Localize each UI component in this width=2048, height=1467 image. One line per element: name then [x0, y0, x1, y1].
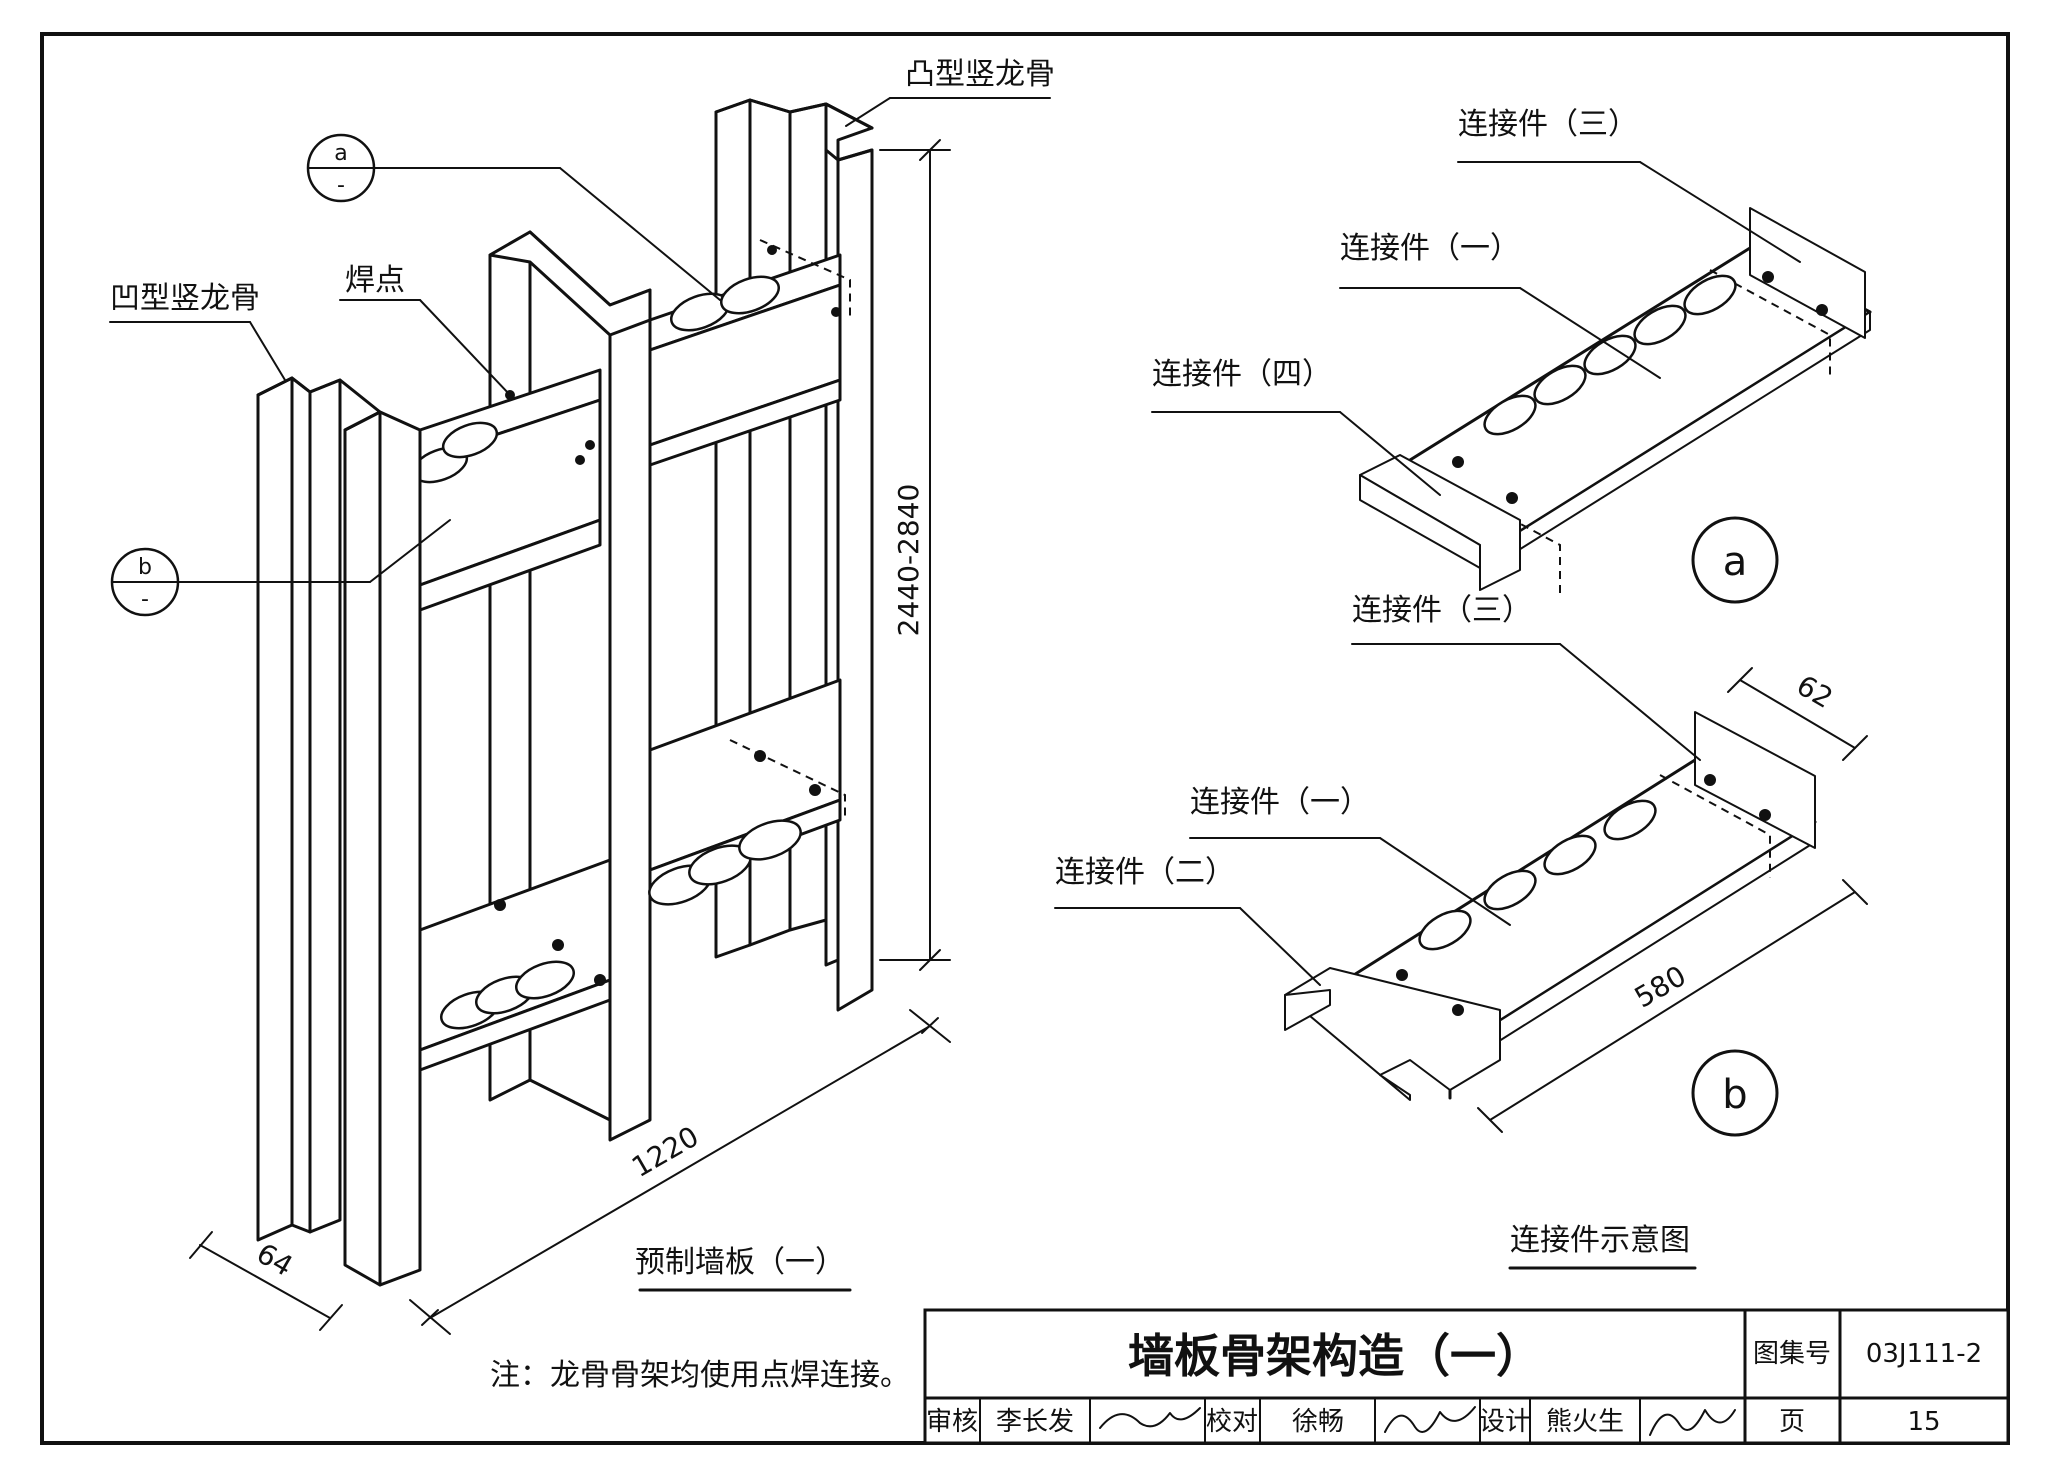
check-label: 校对 [1206, 1407, 1258, 1437]
caption-left: 预制墙板（一） [635, 1245, 845, 1280]
detail-a-label-three: 连接件（三） [1458, 107, 1638, 142]
title-block: 墙板骨架构造（一） 图集号 03J111-2 页 15 审核 李长发 校对 徐畅… [923, 1308, 2010, 1445]
callout-b-top: b [138, 555, 152, 580]
designer-name: 熊火生 [1546, 1407, 1624, 1437]
wall-frame-drawing [256, 98, 874, 1287]
detail-a-drawing [1359, 207, 1872, 595]
designer-signature [1649, 1409, 1736, 1436]
atlas-number: 03J111-2 [1866, 1339, 1982, 1369]
page-label: 页 [1779, 1407, 1805, 1437]
caption-right: 连接件示意图 [1510, 1223, 1690, 1258]
label-convex-stud: 凸型竖龙骨 [905, 57, 1055, 92]
dim-width: 1220 [626, 1120, 704, 1184]
detail-b-marker [1691, 1049, 1779, 1137]
review-label: 审核 [926, 1407, 978, 1437]
atlas-label: 图集号 [1753, 1339, 1831, 1369]
dim-height: 2440-2840 [892, 484, 925, 637]
reviewer-signature [1099, 1407, 1201, 1429]
detail-a-label-one: 连接件（一） [1340, 231, 1520, 266]
note: 注：龙骨骨架均使用点焊连接。 [490, 1358, 910, 1393]
detail-a-label-four: 连接件（四） [1152, 357, 1332, 392]
label-concave-stud: 凹型竖龙骨 [110, 281, 260, 316]
callout-a-top: a [334, 141, 347, 166]
label-weld-point: 焊点 [345, 263, 405, 298]
detail-b-annotations: 连接件（三） 连接件（一） 连接件（二） 62 580 b [1054, 593, 1868, 1137]
callout-b-bottom: - [141, 587, 149, 612]
drawing-title: 墙板骨架构造（一） [1128, 1329, 1542, 1383]
detail-b-dim-depth: 62 [1791, 669, 1838, 715]
callout-a: a - [306, 133, 376, 203]
checker-signature [1384, 1406, 1476, 1433]
dim-depth: 64 [251, 1237, 298, 1283]
detail-b-label-two: 连接件（二） [1055, 855, 1235, 890]
detail-b-drawing [1284, 711, 1817, 1101]
detail-a-annotations: 连接件（三） 连接件（一） 连接件（四） a [1151, 107, 1801, 604]
left-annotations: a - b - 凸型竖龙骨 凹型竖龙骨 焊点 2440-2840 1220 64 [109, 57, 1055, 1393]
detail-a-marker-label: a [1723, 539, 1748, 585]
callout-a-bottom: - [337, 173, 345, 198]
detail-b-marker-label: b [1722, 1072, 1747, 1118]
reviewer-name: 李长发 [996, 1407, 1074, 1437]
detail-b-label-three: 连接件（三） [1352, 593, 1532, 628]
detail-a-marker [1691, 516, 1779, 604]
page-number: 15 [1907, 1407, 1940, 1437]
checker-name: 徐畅 [1292, 1407, 1344, 1437]
callout-b: b - [110, 547, 180, 617]
detail-b-dim-length: 580 [1629, 959, 1692, 1014]
design-label: 设计 [1479, 1407, 1531, 1437]
detail-b-label-one: 连接件（一） [1190, 785, 1370, 820]
